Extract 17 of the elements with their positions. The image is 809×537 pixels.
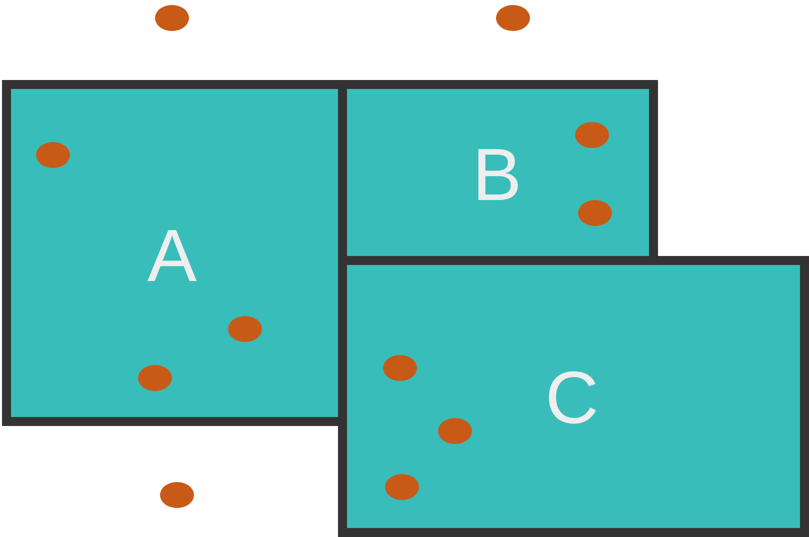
dot bbox=[385, 474, 419, 500]
dot bbox=[36, 142, 70, 168]
region-label: B bbox=[472, 138, 522, 212]
dot bbox=[496, 5, 530, 31]
dot bbox=[438, 418, 472, 444]
region-box bbox=[338, 80, 658, 256]
region-box bbox=[2, 80, 338, 426]
region-label: A bbox=[147, 219, 197, 293]
region-box bbox=[338, 256, 809, 537]
dot bbox=[138, 365, 172, 391]
dot bbox=[228, 316, 262, 342]
dot bbox=[383, 355, 417, 381]
dot bbox=[155, 5, 189, 31]
region-label: C bbox=[545, 361, 599, 435]
dot bbox=[160, 482, 194, 508]
dot bbox=[575, 122, 609, 148]
dot bbox=[578, 200, 612, 226]
